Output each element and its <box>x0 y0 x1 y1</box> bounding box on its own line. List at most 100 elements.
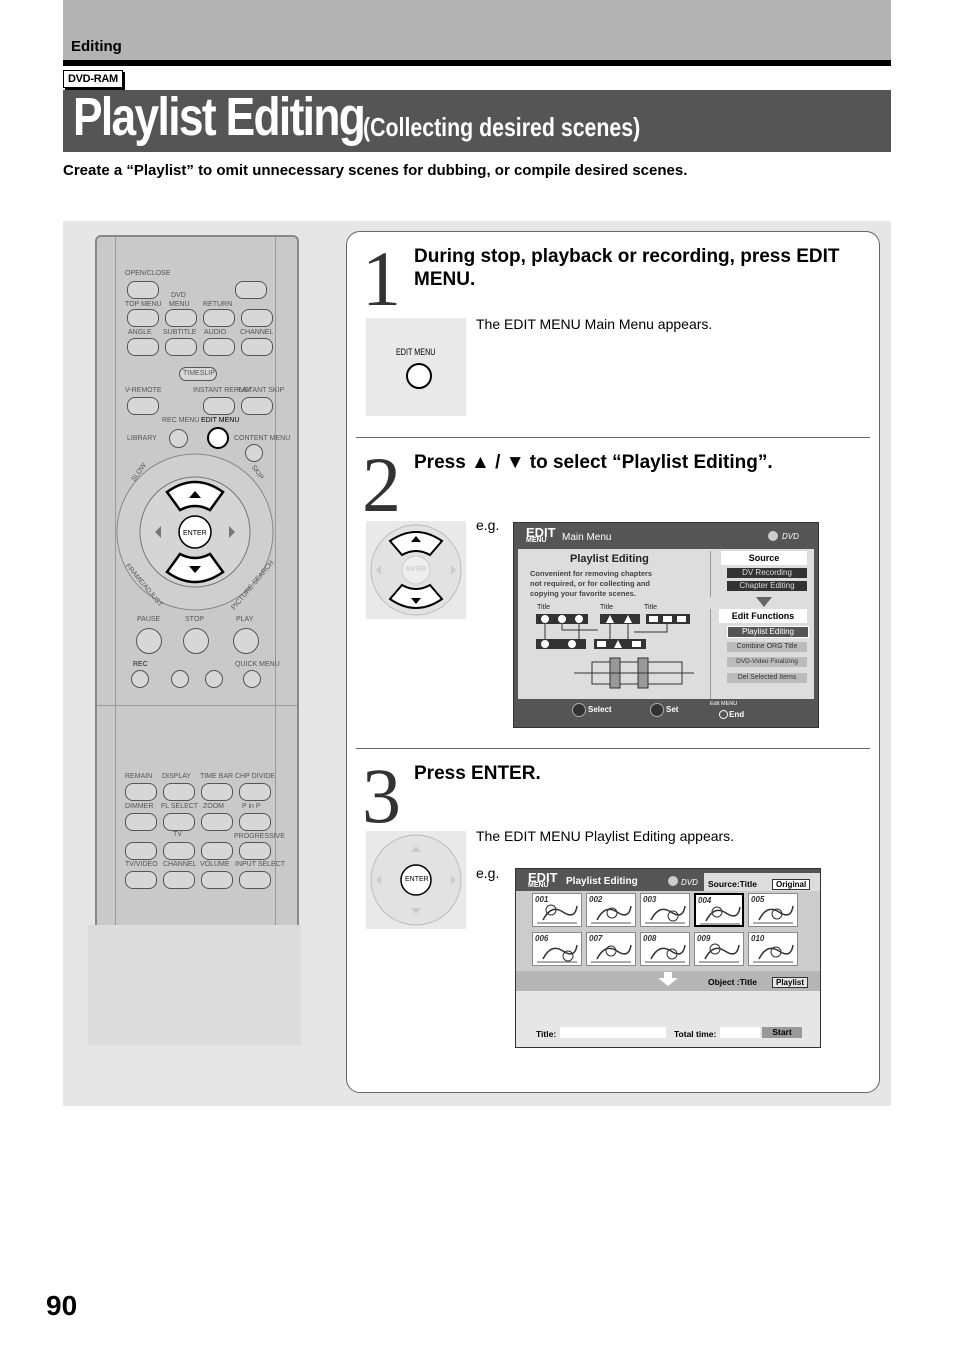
label-audio: AUDIO <box>204 329 227 336</box>
step-divider-2 <box>356 748 870 749</box>
dimmer-button <box>125 813 157 831</box>
intro-text: Create a “Playlist” to omit unnecessary … <box>63 162 688 179</box>
label-remain: REMAIN <box>125 773 153 780</box>
label-p-in-p: P in P <box>242 803 261 810</box>
label-progressive: PROGRESSIVE <box>234 833 285 840</box>
screen2-original: Original <box>772 879 811 890</box>
thumbnail-number: 009 <box>697 934 711 943</box>
label-stop: STOP <box>185 616 204 623</box>
source-dv-recording[interactable]: DV Recording <box>727 568 807 578</box>
label-channel-tv: CHANNEL <box>163 861 197 868</box>
thumbnail-scene-icon <box>645 905 686 924</box>
screen2-source: Source:Title <box>708 879 757 889</box>
label-dvd: DVD <box>171 292 186 299</box>
thumbnail-item[interactable]: 004 <box>694 893 744 927</box>
thumbnail-item[interactable]: 001 <box>532 893 582 927</box>
label-v-remote: V-REMOTE <box>125 387 162 394</box>
enter-label: ENTER <box>405 876 429 883</box>
header-bar: Editing <box>63 0 891 60</box>
subtitle-button <box>165 338 197 356</box>
function-dvd-video-finalizing[interactable]: DVD-Video Finalizing <box>727 657 807 667</box>
dpad-enter-icon <box>370 834 462 926</box>
open-close-button <box>127 281 159 299</box>
thumbnail-number: 005 <box>751 895 765 904</box>
label-edit-menu: EDIT MENU <box>201 417 240 424</box>
dvd-disc-icon-2 <box>668 876 678 886</box>
step-3-enter-illustration: ENTER <box>366 831 466 929</box>
step-2-dpad-illustration: ENTER <box>366 521 466 619</box>
thumbnail-item[interactable]: 005 <box>748 893 798 927</box>
power-button <box>235 281 267 299</box>
volume-down-button <box>201 871 233 889</box>
thumbnail-scene-icon <box>699 943 740 963</box>
navigation-ring <box>116 453 274 611</box>
thumbnail-item[interactable]: 002 <box>586 893 636 927</box>
title-bar: Playlist Editing (Collecting desired sce… <box>63 90 891 152</box>
screen2-object: Object :Title <box>708 977 757 987</box>
screen2-title-label: Title: <box>536 1029 557 1039</box>
thumbnail-scene-icon <box>537 904 578 924</box>
start-button[interactable]: Start <box>762 1027 802 1038</box>
dpad-enter-label: ENTER <box>406 567 427 573</box>
label-time-bar: TIME BAR <box>200 773 234 780</box>
title-field[interactable] <box>560 1027 666 1038</box>
function-combine-org-title[interactable]: Combine ORG Title <box>727 642 807 652</box>
timeslip-button <box>179 367 217 381</box>
thumbnail-number: 006 <box>535 934 549 943</box>
playlist-diagram <box>536 614 694 689</box>
thumbnail-item[interactable]: 008 <box>640 932 690 966</box>
step-3-heading: Press ENTER. <box>414 763 541 784</box>
step-2-number: 2 <box>362 441 401 528</box>
tv-power-button <box>125 842 157 860</box>
function-playlist-editing[interactable]: Playlist Editing <box>727 626 809 638</box>
play-button <box>233 628 259 654</box>
section-label: Editing <box>71 38 122 55</box>
thumbnail-item[interactable]: 006 <box>532 932 582 966</box>
thumbnail-number: 007 <box>589 934 603 943</box>
thumbnail-item[interactable]: 010 <box>748 932 798 966</box>
edit-functions-header: Edit Functions <box>719 609 807 623</box>
screen1-dvd: DVD <box>782 532 799 541</box>
thumbnail-item[interactable]: 007 <box>586 932 636 966</box>
label-display: DISPLAY <box>162 773 192 780</box>
thumbnail-scene-icon <box>753 944 794 963</box>
thumbnail-scene-icon <box>591 905 632 924</box>
thumbnail-number: 002 <box>589 895 603 904</box>
thumbnail-scene-icon <box>645 944 686 963</box>
screen1-set: Set <box>666 705 679 714</box>
thumbnail-item[interactable]: 003 <box>640 893 690 927</box>
label-quick-menu: QUICK MENU <box>235 661 280 668</box>
display-button <box>163 783 195 801</box>
label-tv: TV <box>173 831 182 838</box>
progressive-button <box>239 842 271 860</box>
label-chp-divide: CHP DIVIDE <box>235 773 275 780</box>
thumbnail-scene-icon <box>537 944 578 963</box>
label-pause: PAUSE <box>137 616 161 623</box>
thumbnail-item[interactable]: 009 <box>694 932 744 966</box>
channel-down-button <box>241 338 273 356</box>
main-menu-screen: EDIT MENU Main Menu DVD Playlist Editing… <box>513 522 819 728</box>
source-chapter-editing[interactable]: Chapter Editing <box>727 581 807 591</box>
edit-logo-top-2: EDIT <box>528 870 558 885</box>
label-library: LIBRARY <box>127 435 157 442</box>
label-dimmer: DIMMER <box>125 803 154 810</box>
screen1-edit-menu-small: Edit MENU <box>710 701 738 707</box>
diagram-title-1: Title <box>537 604 550 611</box>
remote-shadow <box>88 925 301 1045</box>
header-rule <box>63 60 891 66</box>
page-subtitle: (Collecting desired scenes) <box>363 112 641 142</box>
rec-button <box>131 670 149 688</box>
screen2-dvd: DVD <box>681 878 698 887</box>
edit-logo-bottom: MENU <box>526 537 547 544</box>
label-content-menu: CONTENT MENU <box>234 435 291 442</box>
select-icon <box>572 703 586 717</box>
set-icon <box>650 703 664 717</box>
chp-divide-button <box>239 783 271 801</box>
label-fl-select: FL SELECT <box>161 803 199 810</box>
thumbnail-scene-icon <box>700 906 741 925</box>
screen1-select: Select <box>588 705 612 714</box>
tv-video-button <box>125 871 157 889</box>
function-del-selected-items[interactable]: Del Selected Items <box>727 673 807 683</box>
v-remote-button <box>127 397 159 415</box>
thumbnail-number: 001 <box>535 895 549 904</box>
